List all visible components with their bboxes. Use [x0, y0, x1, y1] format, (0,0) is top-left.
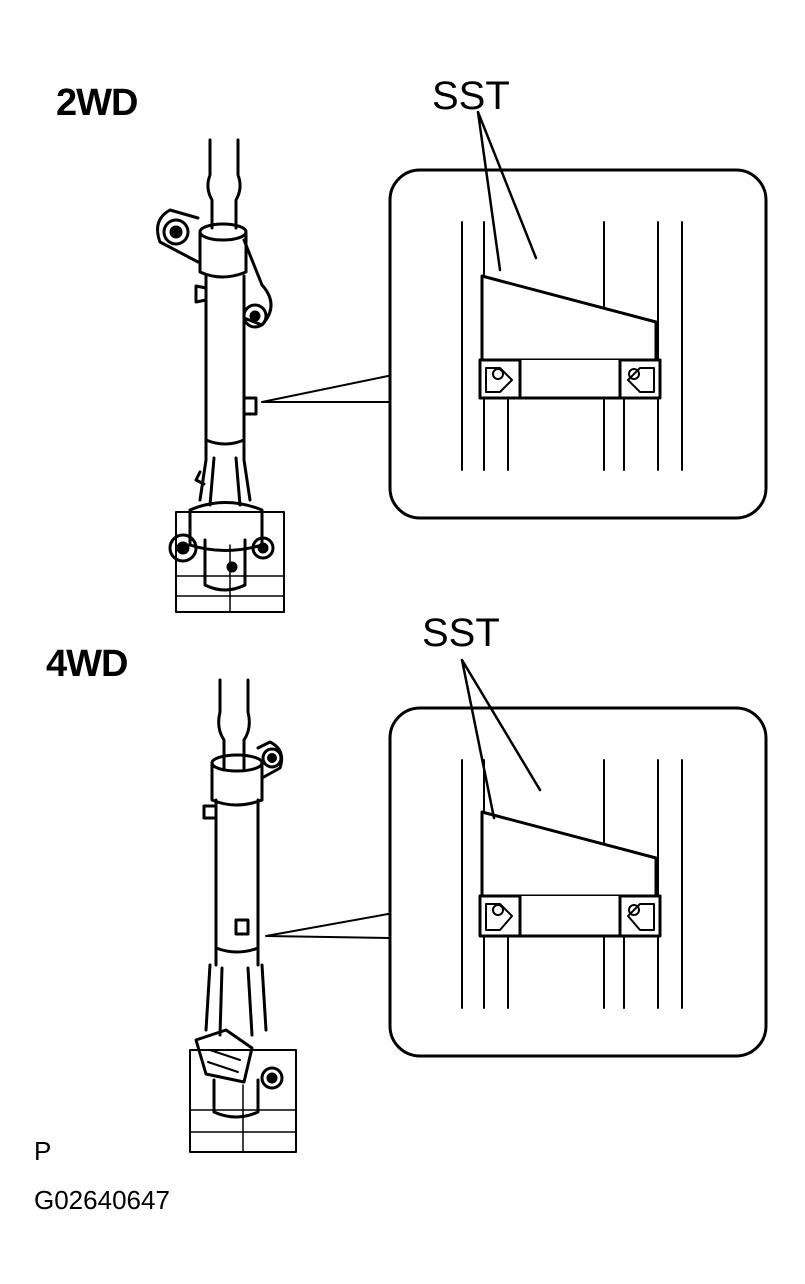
steering-column-2wd [156, 138, 285, 613]
detail-view-2wd [388, 110, 768, 520]
callout-sst-bottom: SST [422, 611, 500, 655]
leader-line-2wd [261, 375, 389, 403]
figure-id: G02640647 [34, 1185, 170, 1215]
section-label-4wd: 4WD [46, 643, 128, 685]
leader-line-4wd [265, 913, 389, 939]
steering-column-4wd [189, 678, 297, 1153]
view-code: P [34, 1136, 52, 1166]
detail-view-4wd [388, 658, 768, 1058]
callout-sst-top: SST [432, 74, 510, 118]
section-label-2wd: 2WD [56, 82, 138, 124]
